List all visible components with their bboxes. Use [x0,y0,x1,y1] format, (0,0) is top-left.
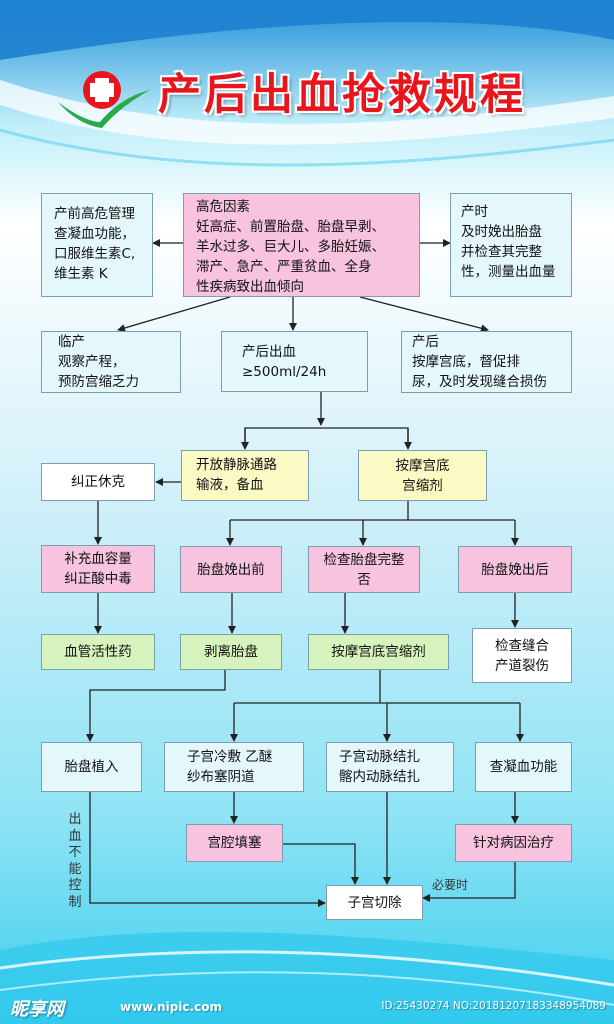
watermark-brand: 昵享网 [10,999,64,1020]
check-placenta-box: 检查胎盘完整否 [308,546,420,593]
after-placenta-delivery-box: 胎盘娩出后 [458,546,572,593]
volume-acidosis-box: 补充血容量 纠正酸中毒 [41,545,155,593]
pph-threshold-box: 产后出血 ≥500ml/24h [221,331,368,392]
massage-uterotonic-box: 按摩宫底 宫缩剂 [358,450,487,501]
red-cross-hospital-logo-icon [58,71,150,128]
before-placenta-delivery-box: 胎盘娩出前 [180,546,282,593]
check-coagulation-box: 查凝血功能 [475,742,572,792]
manual-removal-box: 剥离胎盘 [180,634,282,670]
cause-treatment-box: 针对病因治疗 [455,824,572,862]
uterine-cavity-tamponade-box: 宫腔填塞 [186,824,283,862]
watermark-url: www.nipic.com [120,1000,222,1014]
check-suture-box: 检查缝合 产道裂伤 [472,628,572,683]
uterine-packing-box: 子宫冷敷 乙醚 纱布塞阴道 [164,742,304,792]
when-necessary-label: 必要时 [432,878,469,892]
antenatal-management-box: 产前高危管理 查凝血功能， 口服维生素C, 维生素 K [41,193,153,297]
risk-factors-box: 高危因素 妊高症、前置胎盘、胎盘早剥、 羊水过多、巨大儿、多胎妊娠、 滞产、急产… [183,193,420,297]
watermark-id: ID:25430274 NO:20181207183348954089 [381,1000,606,1012]
placenta-accreta-box: 胎盘植入 [41,742,142,792]
uncontrolled-bleeding-label: 出血不能控制 [68,812,82,910]
artery-ligation-box: 子宫动脉结扎 髂内动脉结扎 [326,742,454,792]
iv-access-box: 开放静脉通路 输液，备血 [181,450,309,501]
labor-box: 临产 观察产程， 预防宫缩乏力 [41,331,181,393]
intrapartum-box: 产时 及时娩出胎盘 并检查其完整 性，测量出血量 [450,193,572,297]
postpartum-box: 产后 按摩宫底，督促排 尿，及时发现缝合损伤 [401,331,572,393]
correct-shock-box: 纠正休克 [41,463,155,501]
massage-uterotonic-2-box: 按摩宫底宫缩剂 [308,634,449,670]
vasoactive-drug-box: 血管活性药 [41,634,155,670]
poster-title: 产后出血抢救规程 [158,70,526,120]
hysterectomy-box: 子宫切除 [326,885,423,920]
